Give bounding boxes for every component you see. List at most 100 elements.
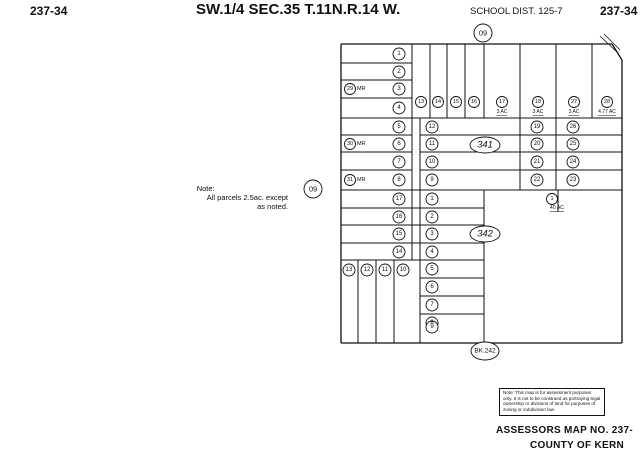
school-district: SCHOOL DIST. 125-7 xyxy=(470,6,563,17)
parcel-number-7: 7 xyxy=(430,302,434,308)
map-reference-label: MR xyxy=(357,86,366,92)
parcel-number-3: 3 xyxy=(397,86,401,92)
map-reference-29: 29 xyxy=(347,86,353,92)
parcel-acreage: 3 AC xyxy=(569,109,580,115)
parcel-number-5-circle xyxy=(392,120,406,134)
parcel-number-16-circle xyxy=(468,96,480,108)
road-label-west: 09 xyxy=(309,185,317,194)
parcel-number-17: 17 xyxy=(396,196,403,202)
parcel-number-4-circle xyxy=(425,245,439,259)
parcel-number-27: 27 xyxy=(571,99,577,105)
parcel-number-15-circle xyxy=(392,227,406,241)
parcel-number-21: 21 xyxy=(534,159,541,165)
parcel-number-14: 14 xyxy=(396,249,403,255)
parcel-note-line-1: Note: xyxy=(196,184,215,193)
parcel-number-17-circle xyxy=(392,192,406,206)
parcel-number-2: 2 xyxy=(430,214,434,220)
parcel-number-16-circle xyxy=(392,210,406,224)
parcel-number-22: 22 xyxy=(534,177,541,183)
map-reference-30: 30 xyxy=(347,141,353,147)
parcel-number-5: 5 xyxy=(397,124,401,130)
parcel-number-21-circle xyxy=(530,155,544,169)
parcel-number-15: 15 xyxy=(453,99,459,105)
parcel-number-1: 1 xyxy=(430,196,434,202)
parcel-number-24-circle xyxy=(566,155,580,169)
parcel-number-3-circle xyxy=(425,227,439,241)
parcel-acreage: 3 AC xyxy=(497,109,508,115)
parcel-number-8: 8 xyxy=(397,177,401,183)
road-label-bottom: BK.242 xyxy=(474,348,496,355)
corner-mark xyxy=(599,35,619,54)
map-reference-31: 31 xyxy=(347,177,353,183)
parcel-number-28-circle xyxy=(601,96,613,108)
map-title: SW.1/4 SEC.35 T.11N.R.14 W. xyxy=(196,1,401,18)
map-reference-30-circle xyxy=(344,138,356,150)
parcel-number-9-circle xyxy=(425,320,439,334)
parcel-number-6: 6 xyxy=(430,284,434,290)
parcel-number-12: 12 xyxy=(429,124,436,130)
parcel-number-east: 1 xyxy=(550,196,553,202)
map-reference-31-circle xyxy=(344,174,356,186)
parcel-number-11-circle xyxy=(425,137,439,151)
parcel-number-5: 5 xyxy=(430,266,434,272)
parcel-number-16: 16 xyxy=(471,99,477,105)
parcel-number-18: 18 xyxy=(535,99,541,105)
corner-mark xyxy=(603,33,621,51)
parcel-number-17: 17 xyxy=(499,99,505,105)
parcel-acreage: 4.77 AC xyxy=(598,109,616,115)
parcel-number-9-circle xyxy=(425,173,439,187)
parcel-number-23: 23 xyxy=(570,177,577,183)
parcel-number-19-circle xyxy=(530,120,544,134)
parcel-note: Note: All parcels 2.5ac. except as noted… xyxy=(197,184,288,211)
parcel-number-8-circle xyxy=(392,173,406,187)
parcel-number-25-circle xyxy=(566,137,580,151)
parcel-note-line-3: as noted. xyxy=(257,202,288,211)
disclaimer-box: Note: This map is for assessment purpose… xyxy=(499,388,605,416)
parcel-number-6-circle xyxy=(425,280,439,294)
parcel-number-13: 13 xyxy=(418,99,424,105)
parcel-number-19: 19 xyxy=(534,124,541,130)
parcel-number-14-circle xyxy=(432,96,444,108)
block-number-lower: 342 xyxy=(477,229,494,240)
parcel-number-6-circle xyxy=(392,137,406,151)
parcel-number-6: 6 xyxy=(397,141,401,147)
block-number-upper-oval xyxy=(469,136,501,154)
parcel-number-24: 24 xyxy=(570,159,577,165)
map-number-right: 237-34 xyxy=(600,4,638,18)
parcel-number-23-circle xyxy=(566,173,580,187)
parcel-number-10-circle xyxy=(425,155,439,169)
road-label-top-circle xyxy=(473,23,493,43)
parcel-number-25: 25 xyxy=(570,141,577,147)
parcel-number-9: 9 xyxy=(430,324,434,330)
parcel-number-26: 26 xyxy=(570,124,577,130)
parcel-number-18-circle xyxy=(532,96,544,108)
parcel-number-12: 12 xyxy=(364,267,371,273)
parcel-number-13: 13 xyxy=(346,267,353,273)
parcel-number-28: 28 xyxy=(604,99,610,105)
road-label-bottom-oval xyxy=(470,341,500,361)
parcel-number-13-circle xyxy=(415,96,427,108)
parcel-number-27-circle xyxy=(568,96,580,108)
parcel-number-2-circle xyxy=(392,65,406,79)
parcel-number-2: 2 xyxy=(397,69,401,75)
parcel-number-20-circle xyxy=(530,137,544,151)
parcel-number-3: 3 xyxy=(430,231,434,237)
block-number-lower-oval xyxy=(469,225,501,243)
parcel-number-11: 11 xyxy=(382,267,389,273)
parcel-number-east-circle xyxy=(546,193,558,205)
map-reference-label: MR xyxy=(357,141,366,147)
map-reference-label: MR xyxy=(357,177,366,183)
parcel-number-12-circle xyxy=(360,263,374,277)
parcel-number-26-circle xyxy=(566,120,580,134)
parcel-number-2-circle xyxy=(425,210,439,224)
parcel-acreage: 3 AC xyxy=(533,109,544,115)
block-number-upper: 341 xyxy=(477,140,493,151)
parcel-number-9: 9 xyxy=(430,177,434,183)
parcel-number-11: 11 xyxy=(429,141,436,147)
parcel-number-7-circle xyxy=(425,298,439,312)
parcel-number-1-circle xyxy=(425,192,439,206)
parcel-number-15: 15 xyxy=(396,231,403,237)
parcel-number-3-circle xyxy=(392,82,406,96)
parcel-number-7: 7 xyxy=(397,159,401,165)
